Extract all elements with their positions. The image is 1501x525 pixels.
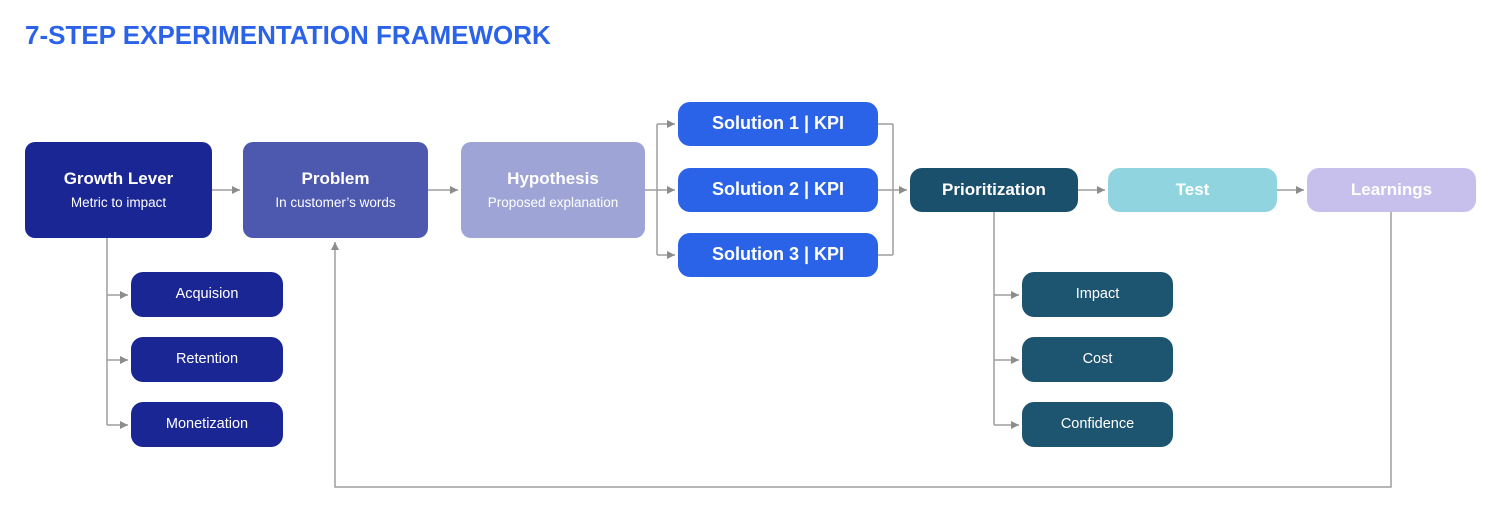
node-impact: Impact: [1022, 272, 1173, 317]
node-learnings: Learnings: [1307, 168, 1476, 212]
node-monetization-label: Monetization: [165, 415, 249, 432]
node-cost: Cost: [1022, 337, 1173, 382]
node-monetization: Monetization: [131, 402, 283, 447]
node-solution-2-label: Solution 2 | KPI: [711, 179, 845, 200]
node-solution-3: Solution 3 | KPI: [678, 233, 878, 277]
node-growth-lever: Growth Lever Metric to impact: [25, 142, 212, 238]
node-test-label: Test: [1175, 179, 1210, 199]
node-problem: Problem In customer’s words: [243, 142, 428, 238]
node-hypothesis: Hypothesis Proposed explanation: [461, 142, 645, 238]
node-retention-label: Retention: [175, 350, 239, 367]
node-confidence: Confidence: [1022, 402, 1173, 447]
node-problem-label: Problem: [301, 169, 370, 189]
node-test: Test: [1108, 168, 1277, 212]
node-acquision-label: Acquision: [175, 285, 239, 302]
node-prioritization: Prioritization: [910, 168, 1078, 212]
node-retention: Retention: [131, 337, 283, 382]
node-solution-3-label: Solution 3 | KPI: [711, 244, 845, 265]
node-solution-1: Solution 1 | KPI: [678, 102, 878, 146]
node-cost-label: Cost: [1082, 350, 1113, 367]
node-solution-2: Solution 2 | KPI: [678, 168, 878, 212]
node-growth-lever-sublabel: Metric to impact: [70, 194, 167, 210]
node-solution-1-label: Solution 1 | KPI: [711, 113, 845, 134]
node-acquision: Acquision: [131, 272, 283, 317]
node-impact-label: Impact: [1075, 285, 1120, 302]
node-hypothesis-sublabel: Proposed explanation: [487, 194, 619, 210]
node-learnings-label: Learnings: [1350, 179, 1433, 199]
node-problem-sublabel: In customer’s words: [275, 194, 396, 210]
node-confidence-label: Confidence: [1060, 415, 1135, 432]
node-prioritization-label: Prioritization: [942, 179, 1046, 199]
node-growth-lever-label: Growth Lever: [63, 169, 174, 189]
node-hypothesis-label: Hypothesis: [507, 169, 599, 189]
page-title: 7-STEP EXPERIMENTATION FRAMEWORK: [25, 20, 551, 50]
